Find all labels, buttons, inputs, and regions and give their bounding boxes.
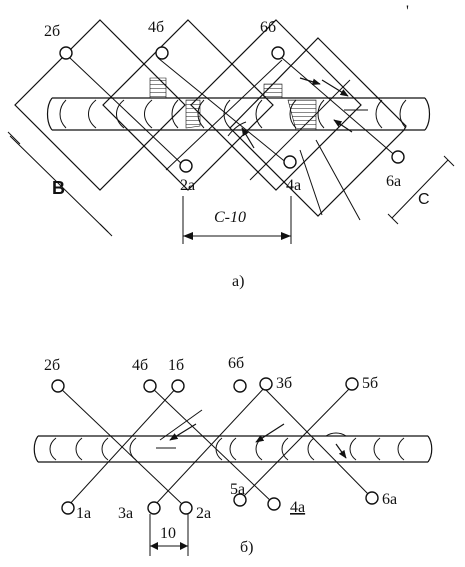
label-2a: 2а: [180, 177, 195, 194]
dimension-c: C: [387, 155, 455, 225]
label-6a: 6а: [386, 173, 401, 190]
node-b-3b: [259, 377, 273, 391]
nodes-a: [59, 46, 405, 173]
node-2a: [179, 159, 193, 173]
label-b-4b: 4б: [132, 357, 148, 374]
label-b-6a: 6а: [382, 491, 397, 508]
node-b-1b: [171, 379, 185, 393]
node-2b: [59, 46, 73, 60]
label-dim-c: C: [418, 191, 430, 208]
label-b-1b: 1б: [168, 357, 184, 374]
node-6a: [391, 150, 405, 164]
node-b-4b: [143, 379, 157, 393]
label-4a: 4а: [286, 177, 301, 194]
figure-a: 2б 4б 6б 2а 4а 6а ' B С-10: [7, 3, 455, 290]
node-4a: [283, 155, 297, 169]
label-dim-c10: С-10: [214, 209, 246, 226]
node-b-4a: [267, 497, 281, 511]
node-b-6a: [365, 491, 379, 505]
label-b-1a: 1а: [76, 505, 91, 522]
node-b-5a: [233, 493, 247, 507]
label-dim-10: 10: [160, 525, 176, 542]
node-b-2b: [51, 379, 65, 393]
rod-a: [46, 97, 431, 131]
label-dim-b: B: [52, 178, 65, 198]
caption-b: б): [240, 539, 253, 556]
hatched-zones-a: [149, 77, 317, 131]
node-b-3a: [147, 501, 161, 515]
dimension-10: 10: [149, 514, 189, 556]
weld-arrows-b: [169, 423, 347, 459]
caption-a: а): [232, 273, 244, 290]
frames-a: [14, 19, 407, 221]
node-4b: [155, 46, 169, 60]
nodes-b: [51, 377, 379, 515]
label-4b: 4б: [148, 19, 164, 36]
label-b-5a: 5а: [230, 481, 245, 498]
label-b-3a: 3а: [118, 505, 133, 522]
label-b-6b: 6б: [228, 355, 244, 372]
struts-b: [57, 385, 373, 507]
node-b-5b: [345, 377, 359, 391]
node-b-1a: [61, 501, 75, 515]
node-b-2a: [179, 501, 193, 515]
node-labels-b: 2б 4б 1б 6б 3б 5б 1а 3а 2а 5а 4а 6а: [44, 355, 397, 522]
label-b-2b: 2б: [44, 357, 60, 374]
label-b-2a: 2а: [196, 505, 211, 522]
figure-b: 2б 4б 1б 6б 3б 5б 1а 3а 2а 5а 4а 6а 10 б…: [33, 355, 433, 556]
weld-arrows-a: [227, 77, 353, 149]
rod-b: [33, 435, 433, 463]
label-2b: 2б: [44, 23, 60, 40]
label-b-3b: 3б: [276, 375, 292, 392]
label-b-4a: 4а: [290, 499, 305, 516]
dimension-b: B: [7, 131, 113, 237]
tick-mark: ': [406, 3, 409, 20]
label-b-5b: 5б: [362, 375, 378, 392]
node-b-6b: [233, 379, 247, 393]
label-6b: 6б: [260, 19, 276, 36]
node-6b: [271, 46, 285, 60]
dimension-c10: С-10: [182, 196, 292, 244]
node-labels-a: 2б 4б 6б 2а 4а 6а ': [44, 3, 409, 194]
